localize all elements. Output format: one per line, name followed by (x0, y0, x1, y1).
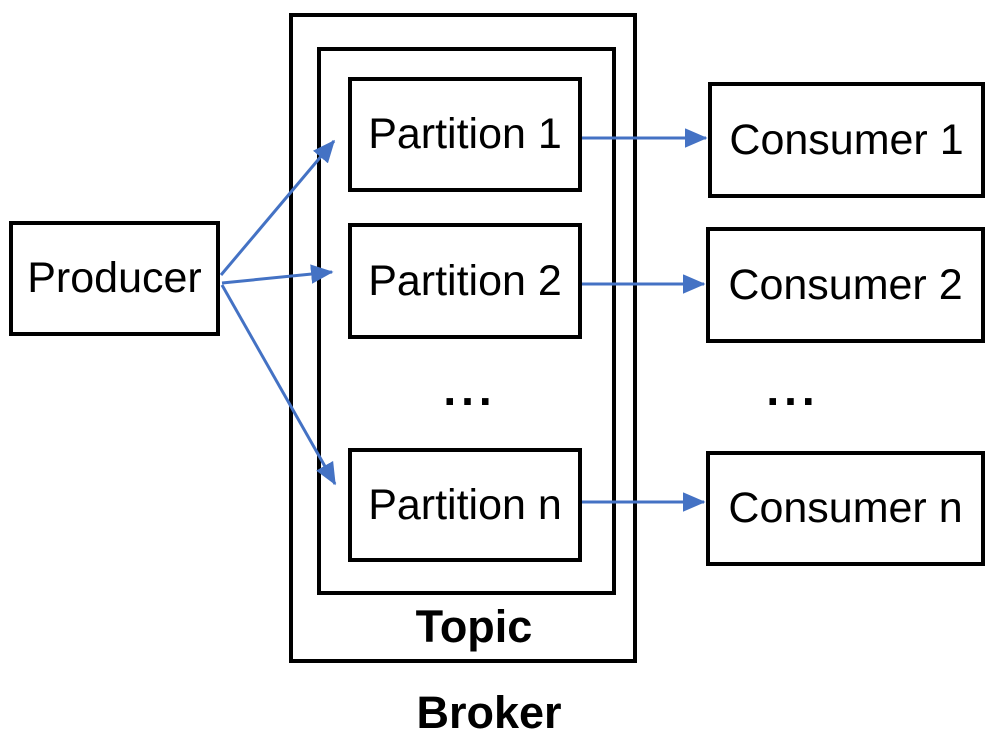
partition-1-label: Partition 1 (368, 110, 562, 158)
consumer-n-label: Consumer n (728, 484, 963, 532)
partition-n-box: Partition n (348, 448, 582, 562)
topic-caption: Topic (415, 601, 533, 652)
consumer-2-box: Consumer 2 (706, 227, 985, 343)
consumers-ellipsis: ... (766, 363, 820, 415)
consumer-n-box: Consumer n (706, 451, 985, 566)
broker-caption: Broker (416, 687, 562, 738)
partitions-ellipsis: ... (443, 363, 497, 415)
consumer-1-box: Consumer 1 (708, 82, 985, 198)
consumer-1-label: Consumer 1 (729, 115, 964, 164)
partition-1-box: Partition 1 (348, 77, 582, 192)
producer-box: Producer (9, 221, 220, 336)
partition-2-box: Partition 2 (348, 223, 582, 339)
partition-2-label: Partition 2 (368, 256, 562, 305)
partition-n-label: Partition n (368, 480, 562, 529)
producer-label: Producer (27, 254, 202, 302)
consumer-2-label: Consumer 2 (728, 260, 963, 309)
